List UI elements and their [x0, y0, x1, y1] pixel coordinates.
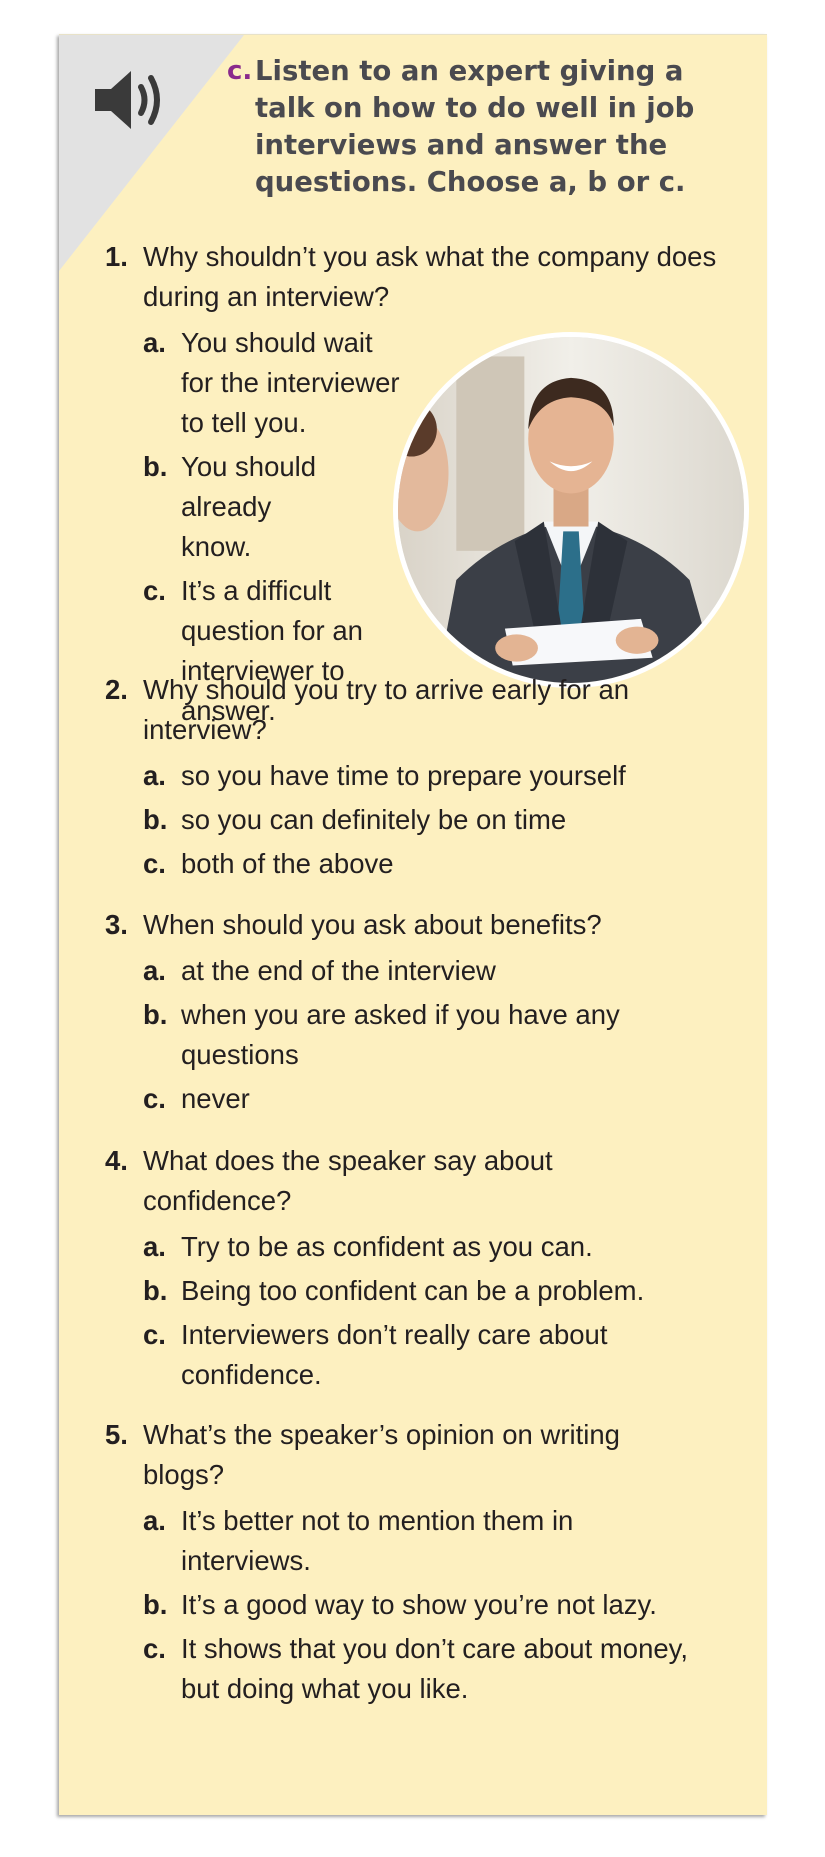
option-3a[interactable]: a. at the end of the interview: [143, 951, 725, 991]
option-letter: c.: [143, 1633, 166, 1664]
question-text: What’s the speaker’s opinion on writing …: [143, 1419, 620, 1490]
question-5: 5. What’s the speaker’s opinion on writi…: [105, 1415, 725, 1709]
option-letter: a.: [143, 1505, 166, 1536]
option-5b[interactable]: b. It’s a good way to show you’re not la…: [143, 1585, 725, 1625]
option-text: It’s better not to mention them in inter…: [181, 1505, 574, 1576]
option-4b[interactable]: b. Being too confident can be a problem.: [143, 1271, 725, 1311]
option-text: You should already know.: [181, 451, 317, 562]
option-letter: a.: [143, 760, 166, 791]
option-letter: c.: [143, 1083, 166, 1114]
exercise-card: c. Listen to an expert giving a talk on …: [59, 34, 767, 1815]
option-text: Being too confident can be a problem.: [181, 1275, 645, 1306]
option-text: both of the above: [181, 848, 394, 879]
option-5a[interactable]: a. It’s better not to mention them in in…: [143, 1501, 681, 1581]
option-text: Interviewers don’t really care about con…: [181, 1319, 608, 1390]
question-2: 2. Why should you try to arrive early fo…: [105, 670, 725, 884]
option-letter: b.: [143, 999, 168, 1030]
option-text: never: [181, 1083, 250, 1114]
option-2b[interactable]: b. so you can definitely be on time: [143, 800, 725, 840]
option-letter: c.: [143, 848, 166, 879]
option-1b[interactable]: b. You should already know.: [143, 447, 341, 567]
question-3: 3. When should you ask about benefits? a…: [105, 905, 725, 1119]
speaker-volume-icon[interactable]: [91, 65, 171, 135]
option-5c[interactable]: c. It shows that you don’t care about mo…: [143, 1629, 691, 1709]
option-text: so you have time to prepare yourself: [181, 760, 626, 791]
option-text: It’s a good way to show you’re not lazy.: [181, 1589, 657, 1620]
option-text: when you are asked if you have any quest…: [181, 999, 620, 1070]
question-4: 4. What does the speaker say about confi…: [105, 1141, 725, 1395]
question-text: Why shouldn’t you ask what the company d…: [143, 241, 717, 312]
option-letter: a.: [143, 1231, 166, 1262]
question-text: When should you ask about benefits?: [143, 909, 602, 940]
corner-tab: [59, 35, 244, 271]
option-text: It’s a difficult question for an intervi…: [181, 575, 363, 726]
question-number: 4.: [105, 1145, 128, 1176]
option-2a[interactable]: a. so you have time to prepare yourself: [143, 756, 725, 796]
option-letter: b.: [143, 451, 168, 482]
option-letter: a.: [143, 955, 166, 986]
instruction: c. Listen to an expert giving a talk on …: [227, 53, 725, 201]
option-3b[interactable]: b. when you are asked if you have any qu…: [143, 995, 681, 1075]
question-text: What does the speaker say about confiden…: [143, 1145, 553, 1216]
question-number: 3.: [105, 909, 128, 940]
option-text: so you can definitely be on time: [181, 804, 567, 835]
option-2c[interactable]: c. both of the above: [143, 844, 725, 884]
question-text: Why should you try to arrive early for a…: [143, 674, 630, 745]
option-4a[interactable]: a. Try to be as confident as you can.: [143, 1227, 725, 1267]
instruction-letter: c.: [227, 56, 253, 86]
question-1: 1. Why shouldn’t you ask what the compan…: [105, 237, 725, 731]
option-1a[interactable]: a. You should wait for the interviewer t…: [143, 323, 411, 443]
instruction-text: Listen to an expert giving a talk on how…: [255, 55, 695, 198]
option-letter: b.: [143, 804, 168, 835]
option-letter: b.: [143, 1589, 168, 1620]
interview-candidate-photo: [393, 332, 749, 688]
option-4c[interactable]: c. Interviewers don’t really care about …: [143, 1315, 681, 1395]
question-number: 1.: [105, 241, 128, 272]
option-text: Try to be as confident as you can.: [181, 1231, 593, 1262]
option-letter: b.: [143, 1275, 168, 1306]
option-text: You should wait for the interviewer to t…: [181, 327, 400, 438]
option-letter: c.: [143, 1319, 166, 1350]
question-number: 2.: [105, 674, 128, 705]
option-3c[interactable]: c. never: [143, 1079, 725, 1119]
option-1c[interactable]: c. It’s a difficult question for an inte…: [143, 571, 386, 731]
option-text: It shows that you don’t care about money…: [181, 1633, 689, 1704]
option-letter: c.: [143, 575, 166, 606]
option-letter: a.: [143, 327, 166, 358]
option-text: at the end of the interview: [181, 955, 496, 986]
question-number: 5.: [105, 1419, 128, 1450]
